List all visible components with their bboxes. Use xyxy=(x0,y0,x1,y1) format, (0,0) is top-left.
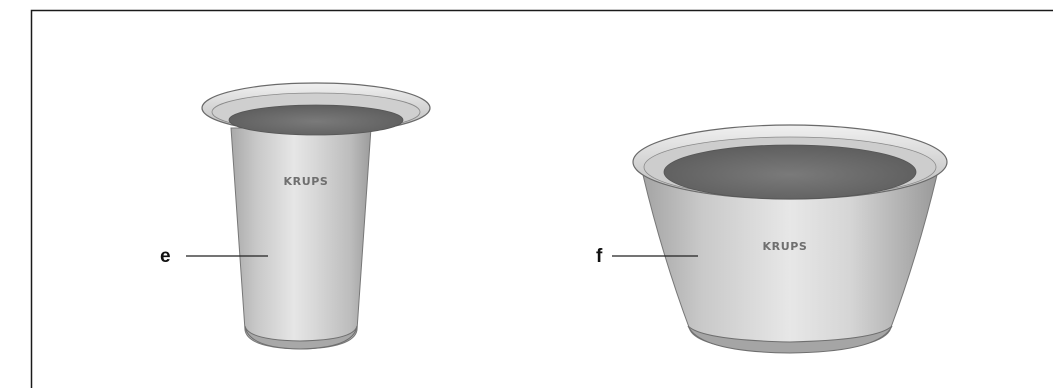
tall-grinding-cup: KRUPS xyxy=(201,82,431,350)
tall-cup-base xyxy=(244,325,358,350)
callout-f: f xyxy=(596,246,698,267)
callout-e-label: e xyxy=(160,246,171,267)
wide-bowl-brand: KRUPS xyxy=(763,240,808,253)
tall-cup-interior xyxy=(228,104,404,136)
figure-frame xyxy=(30,9,1053,388)
wide-bowl-base xyxy=(687,325,893,354)
tall-cup-body xyxy=(230,127,372,350)
callout-e: e xyxy=(160,246,268,267)
callout-f-label: f xyxy=(596,246,603,267)
wide-bowl-interior xyxy=(663,144,917,200)
tall-cup-brand: KRUPS xyxy=(284,175,329,188)
wide-grinding-bowl: KRUPS xyxy=(632,124,948,354)
wide-bowl-body xyxy=(642,174,938,353)
